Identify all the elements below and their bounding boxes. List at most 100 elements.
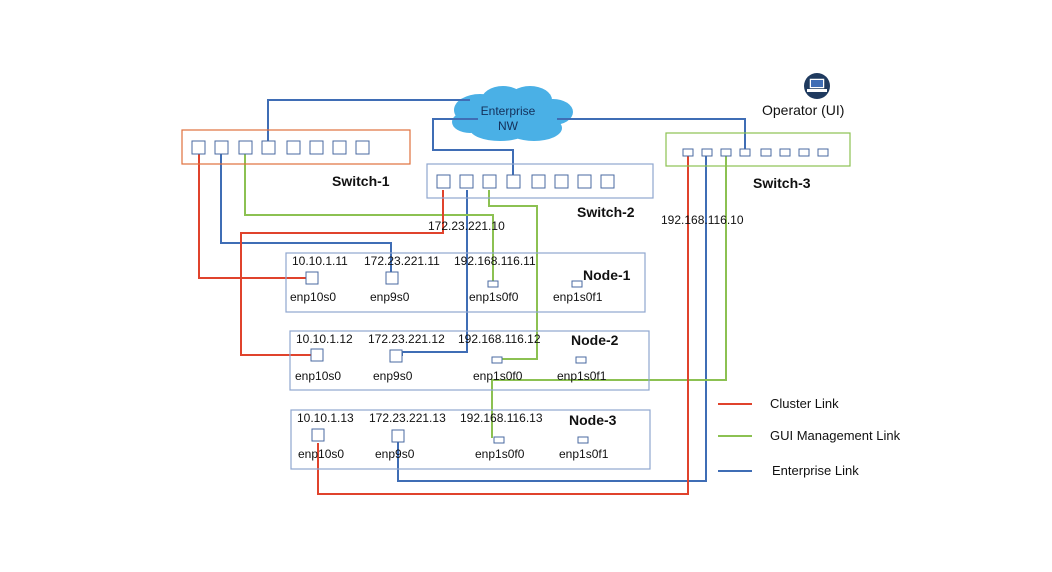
node-3-box — [290, 409, 651, 470]
switch-2-port — [577, 174, 592, 189]
node-1-ip-enterprise: 172.23.221.11 — [364, 254, 440, 268]
node-2-if-cluster: enp10s0 — [295, 369, 341, 383]
switch-2-port — [459, 174, 474, 189]
switch-1-port — [191, 140, 206, 155]
node-1-port-spare — [571, 280, 583, 288]
node-3-port-spare — [577, 436, 589, 444]
node-2-port-cluster — [310, 348, 324, 362]
switch-2-ip: 172.23.221.10 — [428, 219, 505, 233]
node-1-port-enterprise — [385, 271, 399, 285]
node-2-if-gui: enp1s0f0 — [473, 369, 523, 383]
switch-3-ip: 192.168.116.10 — [661, 213, 744, 227]
node-3-if-spare: enp1s0f1 — [559, 447, 609, 461]
switch-1: Switch-1 — [181, 129, 411, 189]
node-1-label: Node-1 — [583, 267, 631, 283]
node-1: 10.10.1.11 172.23.221.11 192.168.116.11 … — [285, 252, 646, 313]
node-2-ip-gui: 192.168.116.12 — [458, 332, 541, 346]
switch-2: Switch-2 172.23.221.10 — [426, 163, 654, 233]
node-3-ip-gui: 192.168.116.13 — [460, 411, 543, 425]
node-2-label: Node-2 — [571, 332, 619, 348]
switch-1-port — [286, 140, 301, 155]
wire-node1-gui — [244, 153, 494, 281]
node-3-port-gui — [493, 436, 505, 444]
switch-3-box — [665, 132, 851, 167]
node-3-if-gui: enp1s0f0 — [475, 447, 525, 461]
switch-3-port — [682, 148, 694, 157]
node-1-ip-cluster: 10.10.1.11 — [292, 254, 348, 268]
node-2-port-spare — [575, 356, 587, 364]
switch-1-label: Switch-1 — [332, 173, 390, 189]
node-3-ip-enterprise: 172.23.221.13 — [369, 411, 446, 425]
wire-switch2-cloud — [432, 118, 514, 175]
node-1-if-enterprise: enp9s0 — [370, 290, 410, 304]
switch-3-port — [760, 148, 772, 157]
switch-3-label: Switch-3 — [753, 175, 811, 191]
node-2: 10.10.1.12 172.23.221.12 192.168.116.12 … — [289, 330, 650, 391]
switch-1-ports — [191, 140, 370, 155]
switch-1-port — [238, 140, 253, 155]
node-1-if-gui: enp1s0f0 — [469, 290, 519, 304]
wire-node2-gui — [488, 190, 538, 360]
switch-3-port — [701, 148, 713, 157]
node-2-port-gui — [491, 356, 503, 364]
switch-1-port — [214, 140, 229, 155]
node-2-if-spare: enp1s0f1 — [557, 369, 607, 383]
switch-2-ports — [436, 174, 615, 189]
node-3-label: Node-3 — [569, 412, 617, 428]
node-1-port-gui — [487, 280, 499, 288]
legend-label-cluster: Cluster Link — [770, 396, 839, 411]
switch-2-port — [506, 174, 521, 189]
switch-3-port — [739, 148, 751, 157]
switch-3-port — [779, 148, 791, 157]
switch-3-port — [798, 148, 810, 157]
operator: Operator (UI) — [762, 73, 844, 118]
switch-1-port — [309, 140, 324, 155]
switch-2-port — [531, 174, 546, 189]
switch-3-ports — [682, 148, 829, 157]
switch-2-port — [482, 174, 497, 189]
switch-1-port — [355, 140, 370, 155]
switch-1-port — [332, 140, 347, 155]
switch-3: Switch-3 192.168.116.10 — [661, 132, 851, 227]
node-2-ip-cluster: 10.10.1.12 — [296, 332, 353, 346]
legend: Cluster Link GUI Management Link Enterpr… — [718, 396, 901, 478]
laptop-icon — [804, 73, 830, 99]
wire-node2-cluster — [240, 190, 444, 356]
operator-label: Operator (UI) — [762, 102, 844, 118]
legend-label-gui: GUI Management Link — [770, 428, 901, 443]
wire-node3-enterprise — [397, 156, 707, 482]
wire-node3-gui — [491, 156, 727, 438]
node-2-ip-enterprise: 172.23.221.12 — [368, 332, 445, 346]
node-3-if-enterprise: enp9s0 — [375, 447, 415, 461]
switch-1-port — [261, 140, 276, 155]
cloud-label-line1: Enterprise — [481, 104, 536, 118]
node-1-if-spare: enp1s0f1 — [553, 290, 603, 304]
switch-2-port — [600, 174, 615, 189]
node-2-box — [289, 330, 650, 391]
node-1-if-cluster: enp10s0 — [290, 290, 336, 304]
node-1-port-cluster — [305, 271, 319, 285]
node-3-if-cluster: enp10s0 — [298, 447, 344, 461]
enterprise-cloud: Enterprise NW — [452, 86, 573, 141]
switch-2-port — [436, 174, 451, 189]
wire-node1-enterprise — [220, 153, 392, 272]
node-3-port-enterprise — [391, 429, 405, 443]
node-2-port-enterprise — [389, 349, 403, 363]
switch-3-port — [817, 148, 829, 157]
wire-switch1-cloud — [267, 99, 470, 146]
wires — [198, 99, 746, 495]
wire-node1-cluster — [198, 153, 306, 279]
node-1-box — [285, 252, 646, 313]
wire-switch3-cloud — [557, 118, 746, 149]
cloud-label-line2: NW — [498, 119, 519, 133]
switch-2-box — [426, 163, 654, 199]
switch-2-label: Switch-2 — [577, 204, 635, 220]
switch-1-box — [181, 129, 411, 165]
node-1-ip-gui: 192.168.116.11 — [454, 254, 536, 268]
node-3: 10.10.1.13 172.23.221.13 192.168.116.13 … — [290, 409, 651, 470]
node-2-if-enterprise: enp9s0 — [373, 369, 413, 383]
cloud-icon — [452, 86, 573, 141]
node-3-port-cluster — [311, 428, 325, 442]
legend-label-enterprise: Enterprise Link — [772, 463, 859, 478]
